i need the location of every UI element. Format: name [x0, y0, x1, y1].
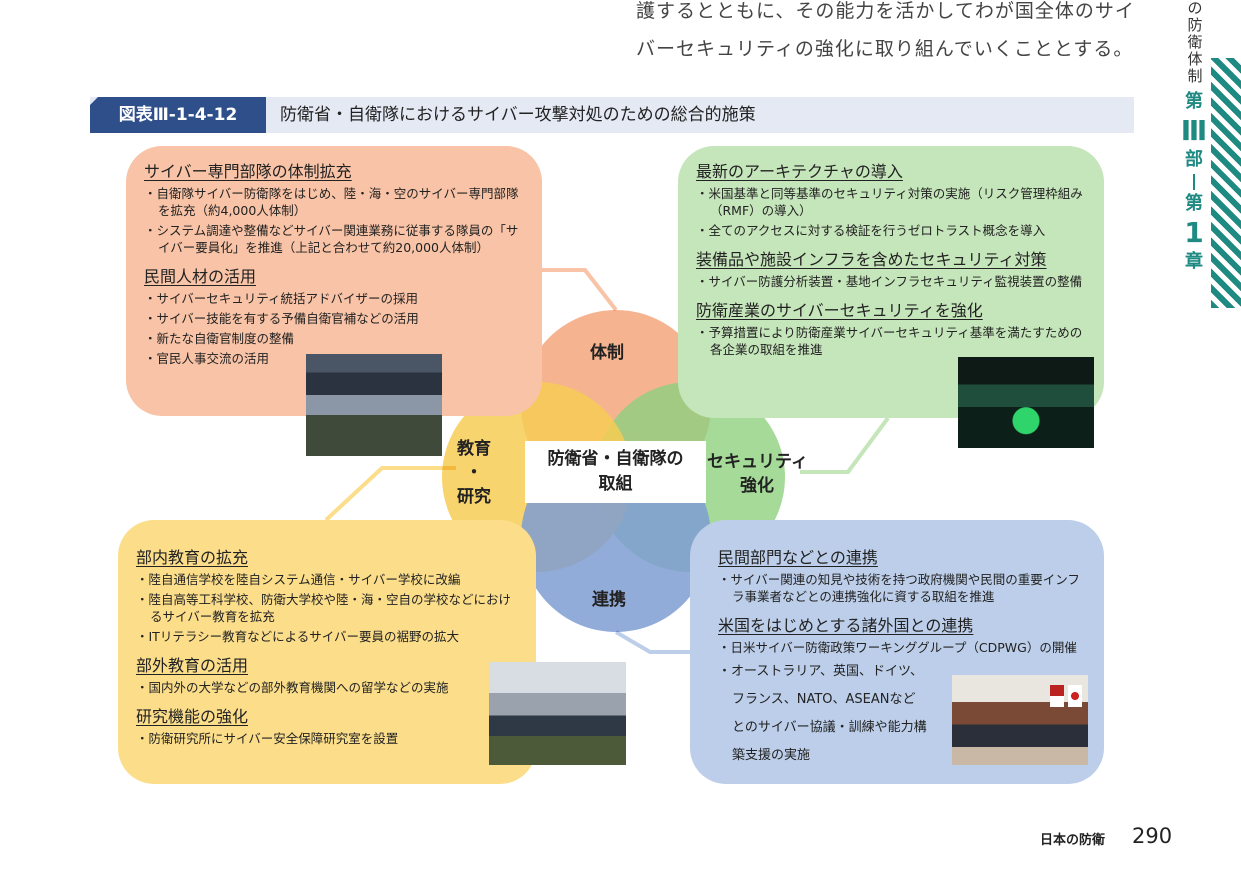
list-item: ・国内外の大学などの部外教育機関への留学などの実施	[136, 680, 449, 695]
list-item: ・米国基準と同等基準のセキュリティ対策の実施（リスク管理枠組み（RMF）の導入）	[696, 186, 1083, 218]
section-heading: 部内教育の拡充	[136, 548, 249, 567]
connector-bottom-right	[614, 630, 690, 654]
figure-number: 図表Ⅲ-1-4-12	[90, 97, 266, 133]
center-line: 防衛省・自衛隊の	[547, 449, 684, 469]
venn-label-right: セキュリティ 強化	[707, 450, 808, 498]
box-kyoiku: 部内教育の拡充 ・陸自通信学校を陸自システム通信・サイバー学校に改編 ・陸自高等…	[118, 520, 536, 784]
list-item: ・ITリテラシー教育などによるサイバー要員の裾野の拡大	[136, 629, 459, 644]
photo-training-classroom	[489, 662, 626, 765]
venn-label-top: 体制	[590, 343, 624, 363]
section-title-vertical: の 防 衛 体 制	[1183, 0, 1207, 85]
side-char: の	[1187, 0, 1203, 17]
venn-center-label: 防衛省・自衛隊の 取組	[525, 441, 706, 503]
wide-line: フランス、NATO、ASEANなど	[732, 692, 916, 707]
connector-bottom-left	[324, 466, 456, 522]
part-number: Ⅲ	[1180, 114, 1208, 147]
figure-title: 防衛省・自衛隊におけるサイバー攻撃対処のための総合的施策	[280, 105, 756, 125]
list-item: ・日米サイバー防衛政策ワーキンググループ（CDPWG）の開催	[718, 640, 1077, 655]
venn-label-bottom: 連携	[592, 590, 626, 610]
section-heading: 防衛産業のサイバーセキュリティを強化	[696, 301, 983, 320]
section-heading: 民間人材の活用	[144, 267, 257, 286]
list-item: ・新たな自衛官制度の整備	[144, 331, 295, 346]
wide-line: とのサイバー協議・訓練や能力構	[732, 720, 927, 735]
wide-line: 築支援の実施	[732, 748, 811, 763]
connector-top-left	[540, 268, 618, 312]
chapter-prefix: 第	[1185, 193, 1203, 214]
part-suffix: 部	[1185, 149, 1203, 170]
flag-icon	[1050, 685, 1064, 707]
photo-operations-room	[306, 354, 442, 456]
venn-label-left-line: ・	[465, 463, 483, 483]
venn-label-left-line: 研究	[457, 487, 491, 507]
figure-header: 図表Ⅲ-1-4-12 防衛省・自衛隊におけるサイバー攻撃対処のための総合的施策	[90, 97, 1134, 133]
wide-line: ・オーストラリア、英国、ドイツ、	[718, 664, 924, 679]
list-item: ・サイバー技能を有する予備自衛官補などの活用	[144, 311, 419, 326]
venn-label-left-line: 教育	[457, 439, 491, 459]
part-prefix: 第	[1185, 91, 1203, 112]
photo-security-monitoring	[958, 357, 1094, 448]
list-item: ・全てのアクセスに対する検証を行うゼロトラスト概念を導入	[696, 223, 1046, 238]
index-divider	[1193, 174, 1195, 190]
photo-bilateral-meeting	[952, 675, 1088, 765]
section-heading: サイバー専門部隊の体制拡充	[144, 162, 352, 181]
list-item: ・サイバー防護分析装置・基地インフラセキュリティ監視装置の整備	[696, 274, 1083, 289]
side-char: 衛	[1187, 33, 1203, 51]
footer-book-title: 日本の防衛	[1040, 833, 1106, 848]
side-char: 制	[1187, 67, 1203, 85]
venn-label-right-line: セキュリティ	[707, 452, 808, 472]
list-item: ・システム調達や整備などサイバー関連業務に従事する隊員の「サイバー要員化」を推進…	[144, 223, 519, 255]
intro-line: 護するとともに、その能力を活かしてわが国全体のサイ	[636, 0, 1135, 22]
section-heading: 研究機能の強化	[136, 707, 249, 726]
chapter-tab-stripes	[1211, 58, 1241, 308]
section-heading: 米国をはじめとする諸外国との連携	[718, 616, 974, 635]
center-line: 取組	[598, 474, 633, 494]
list-item: ・陸自高等工科学校、防衛大学校や陸・海・空自の学校などにおけるサイバー教育を拡充	[136, 592, 512, 624]
list-item: ・官民人事交流の活用	[144, 351, 270, 366]
flag-icon	[1068, 685, 1082, 707]
list-item: ・サイバー関連の知見や技術を持つ政府機関や民間の重要インフラ事業者などとの連携強…	[718, 572, 1080, 604]
side-char: 体	[1187, 50, 1203, 68]
list-item: ・防衛研究所にサイバー安全保障研究室を設置	[136, 731, 399, 746]
part-chapter-index: 第 Ⅲ 部 第 1 章	[1179, 90, 1209, 274]
connector-top-right	[800, 416, 890, 474]
list-item: ・自衛隊サイバー防衛隊をはじめ、陸・海・空のサイバー専門部隊を拡充（約4,000…	[144, 186, 519, 218]
section-heading: 最新のアーキテクチャの導入	[696, 162, 903, 181]
section-heading: 部外教育の活用	[136, 656, 249, 675]
list-item: ・サイバーセキュリティ統括アドバイザーの採用	[144, 291, 419, 306]
page-number: 290	[1132, 824, 1173, 848]
list-item-wide: ・オーストラリア、英国、ドイツ、 フランス、NATO、ASEANなど とのサイバ…	[718, 659, 954, 768]
section-heading: 民間部門などとの連携	[718, 548, 878, 567]
venn-label-left: 教育 ・ 研究	[452, 437, 496, 509]
chapter-suffix: 章	[1185, 251, 1203, 272]
list-item: ・陸自通信学校を陸自システム通信・サイバー学校に改編	[136, 572, 461, 587]
section-heading: 装備品や施設インフラを含めたセキュリティ対策	[696, 250, 1047, 269]
intro-paragraph: 護するとともに、その能力を活かしてわが国全体のサイ バーセキュリティの強化に取り…	[636, 0, 1156, 68]
intro-line: バーセキュリティの強化に取り組んでいくこととする。	[636, 38, 1134, 60]
list-item: ・予算措置により防衛産業サイバーセキュリティ基準を満たすための各企業の取組を推進	[696, 325, 1083, 357]
chapter-number: 1	[1184, 216, 1204, 249]
side-char: 防	[1187, 16, 1203, 34]
venn-label-right-line: 強化	[740, 476, 774, 496]
